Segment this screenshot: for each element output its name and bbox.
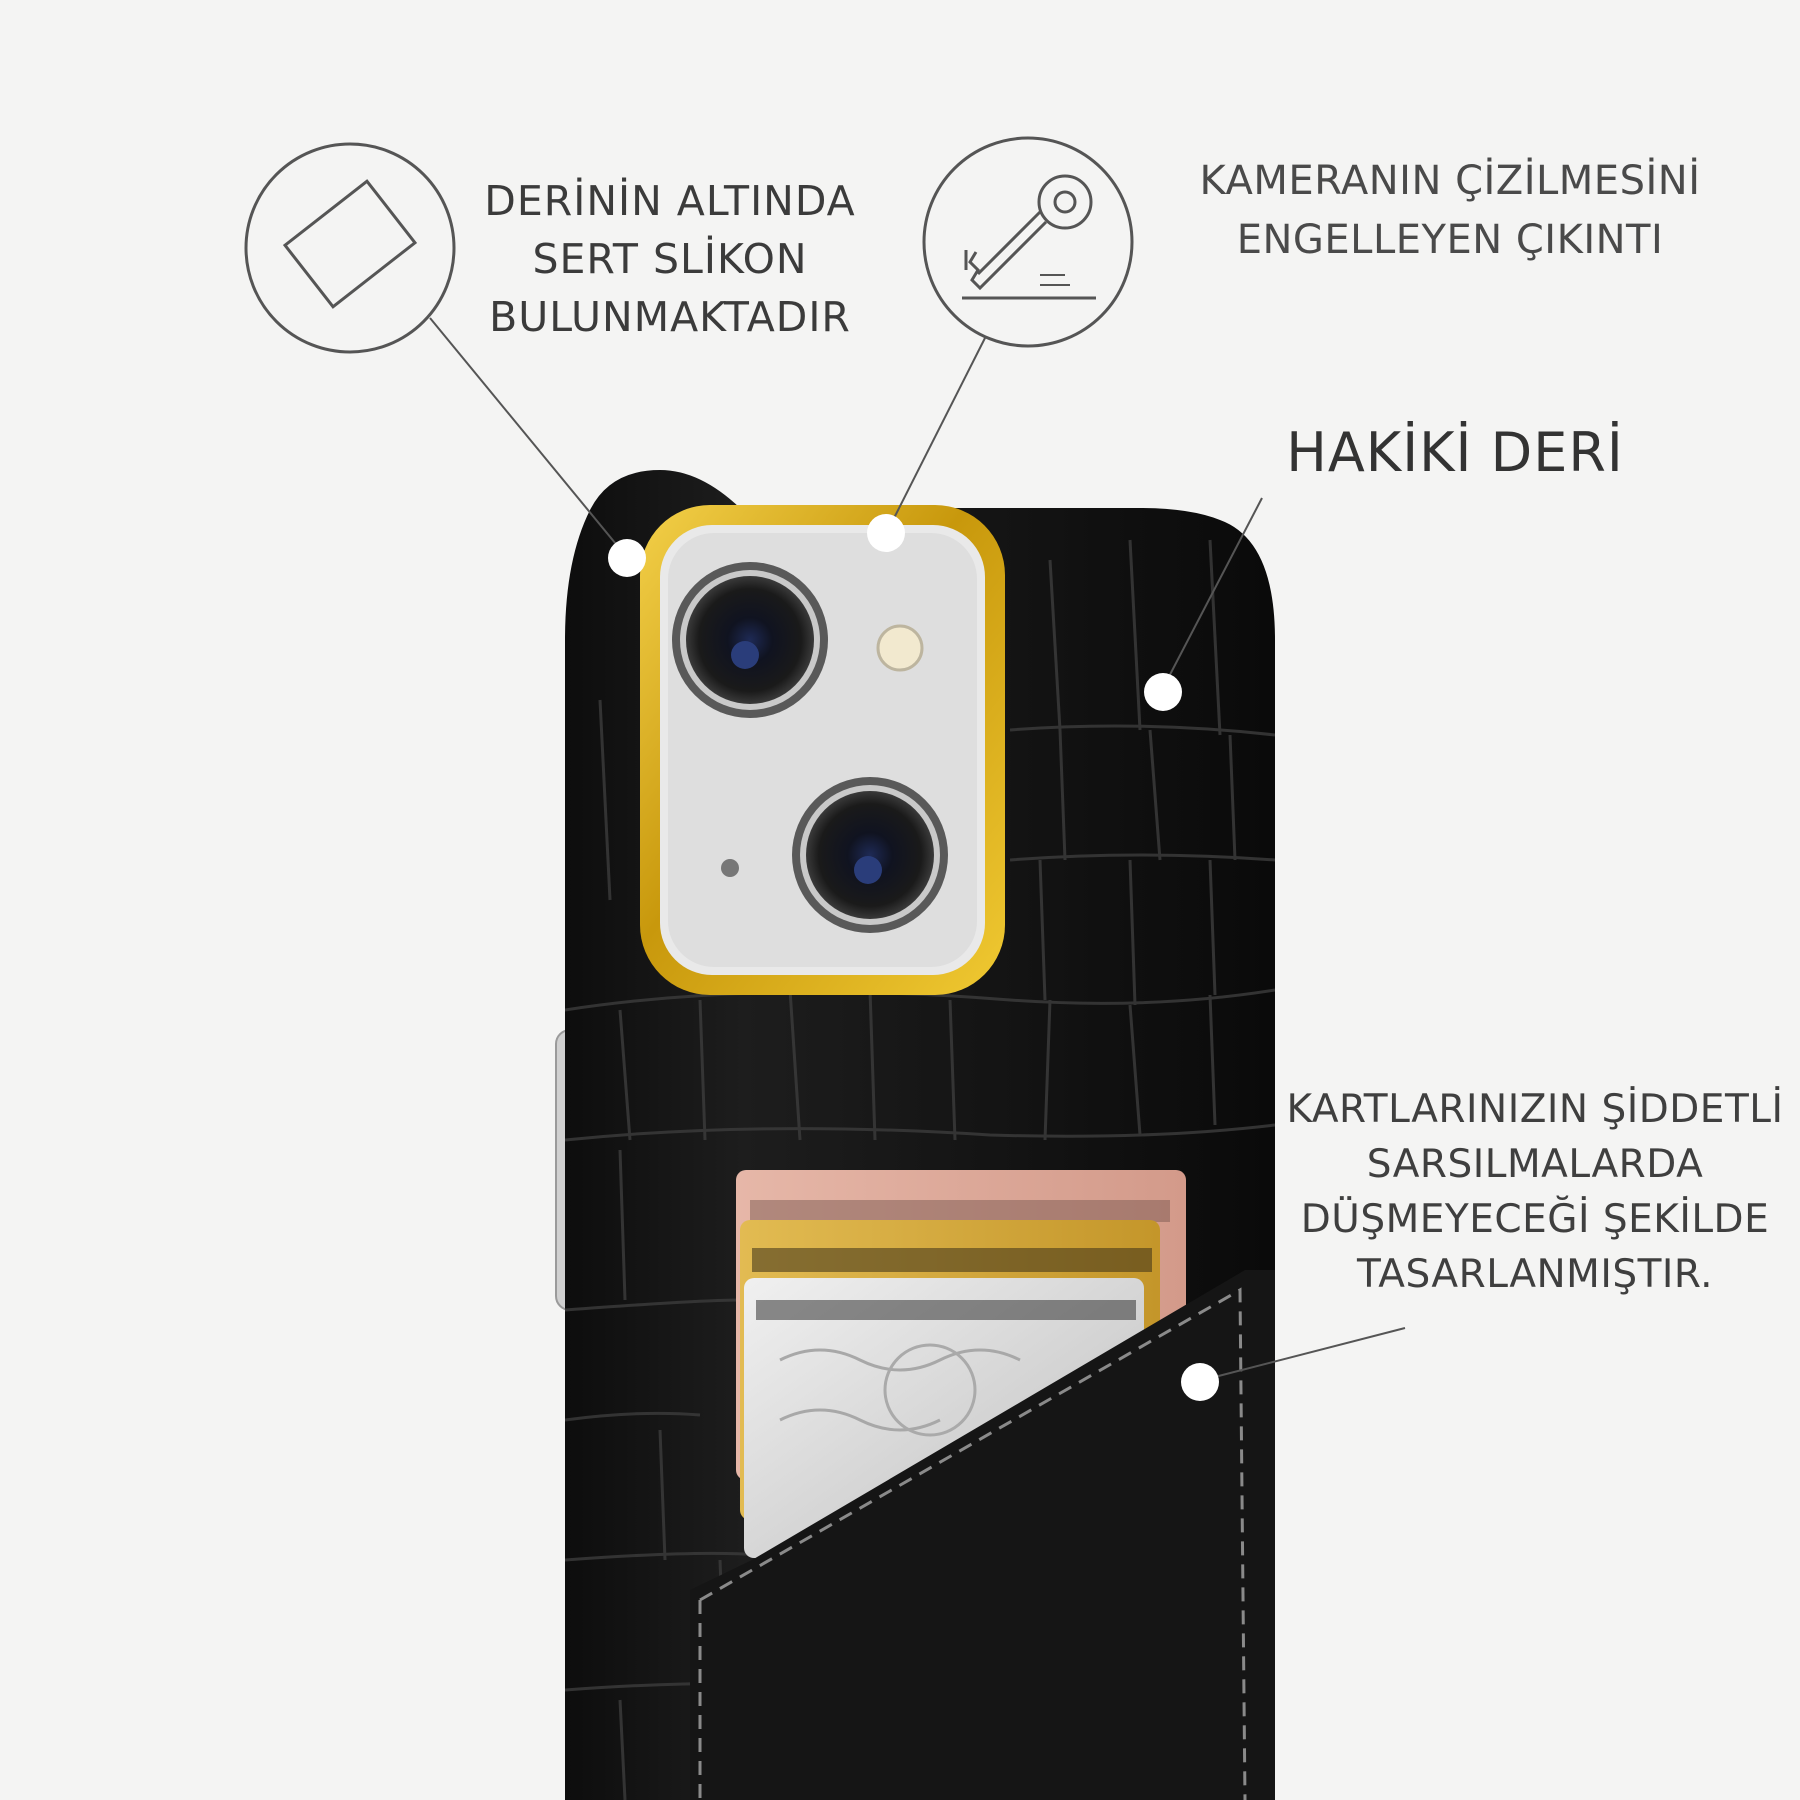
marker-dot-camera (867, 514, 905, 552)
leader-line-silicone (429, 317, 626, 556)
card-pocket (690, 1270, 1275, 1800)
marker-dot-silicone (608, 539, 646, 577)
caption-line: SARSILMALARDA (1366, 1142, 1704, 1187)
caption-camera: KAMERANIN ÇİZİLMESİNİ ENGELLEYEN ÇIKINTI (1160, 152, 1740, 270)
caption-line: KAMERANIN ÇİZİLMESİNİ (1199, 158, 1701, 204)
card-outline-icon (244, 142, 456, 354)
caption-line: KARTLARINIZIN ŞİDDETLİ (1286, 1087, 1784, 1132)
pocket-stitching (699, 1287, 1247, 1800)
caption-line: DERİNİN ALTINDA (484, 177, 856, 225)
caption-line: SERT SLİKON (532, 235, 808, 283)
camera-module (640, 505, 1005, 995)
caption-line: DÜŞMEYECEĞİ ŞEKİLDE (1300, 1197, 1770, 1242)
camera-mic (721, 859, 739, 877)
marker-dot-leather (1144, 673, 1182, 711)
leader-line-cards (1202, 1327, 1406, 1381)
camera-flash (876, 624, 924, 672)
caption-leather: HAKİKİ DERİ (1270, 418, 1640, 488)
caption-line: HAKİKİ DERİ (1286, 421, 1624, 484)
caption-silicone: DERİNİN ALTINDA SERT SLİKON BULUNMAKTADI… (440, 172, 900, 346)
caption-cards: KARTLARINIZIN ŞİDDETLİ SARSILMALARDA DÜŞ… (1270, 1082, 1800, 1302)
marker-dot-cards (1181, 1363, 1219, 1401)
key-scratch-icon (922, 136, 1134, 348)
caption-line: TASARLANMIŞTIR. (1356, 1252, 1714, 1297)
caption-line: ENGELLEYEN ÇIKINTI (1236, 217, 1664, 263)
caption-line: BULUNMAKTADIR (489, 293, 851, 341)
leader-line-leather (1162, 497, 1263, 689)
leader-line-camera (887, 337, 986, 531)
